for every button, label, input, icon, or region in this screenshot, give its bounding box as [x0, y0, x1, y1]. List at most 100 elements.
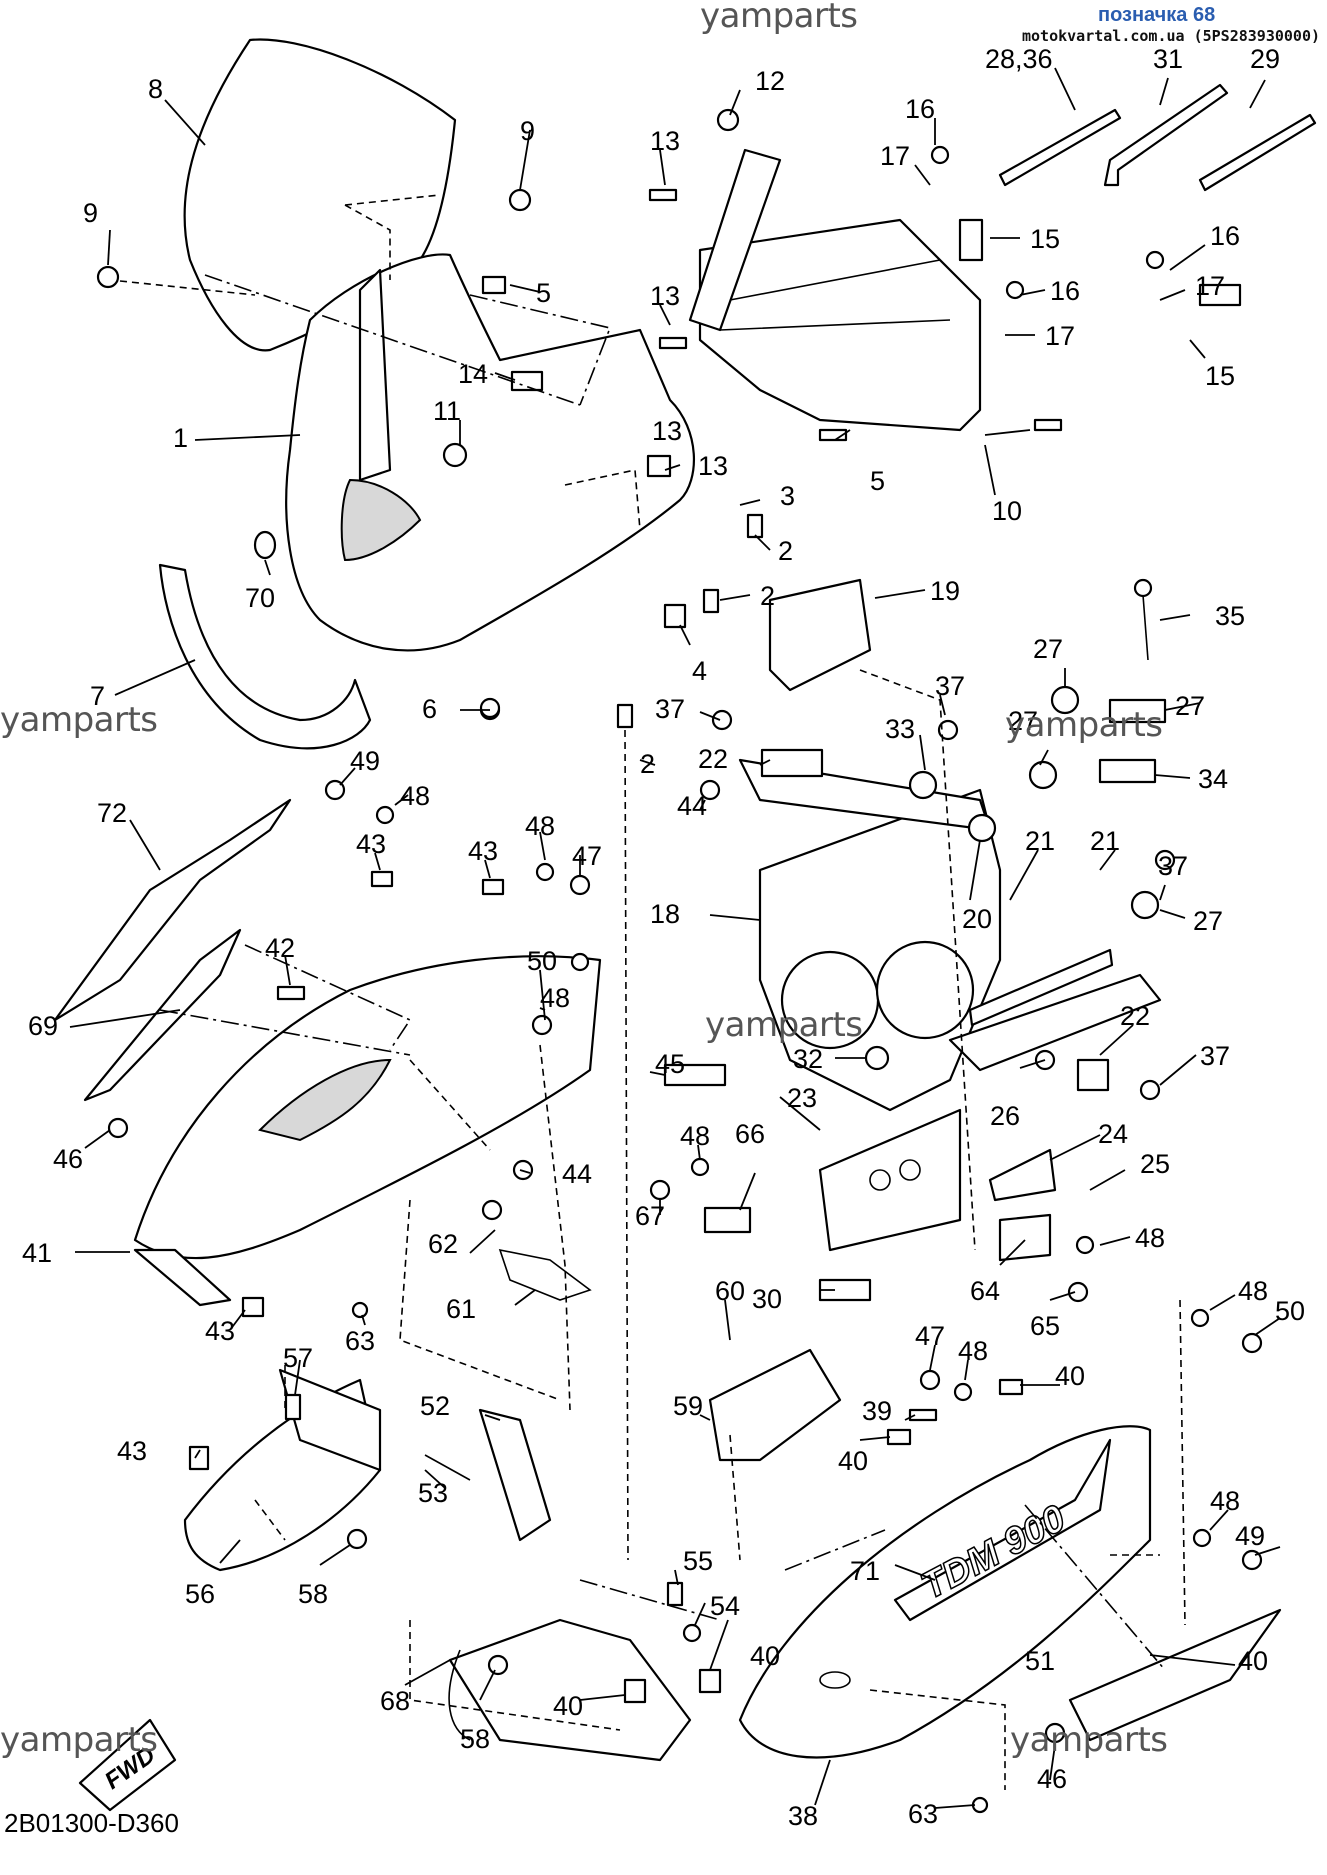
callout-number: 42 — [265, 933, 295, 963]
bracket-66 — [703, 1206, 752, 1234]
callout-number: 8 — [148, 74, 163, 104]
bracket-51-loop — [448, 1649, 471, 1741]
callout-number: 15 — [1030, 224, 1060, 254]
callout-number: 28,36 — [985, 44, 1053, 74]
centerline — [869, 1689, 1006, 1790]
callout-number: 38 — [788, 1801, 818, 1831]
callout-number: 7 — [90, 681, 105, 711]
callout-number: 5 — [536, 278, 551, 308]
callout-number: 48 — [1238, 1276, 1268, 1306]
watermark: yamparts — [705, 1005, 863, 1045]
callout-number: 32 — [793, 1044, 823, 1074]
bolt-head — [1145, 250, 1165, 270]
panel-41-edge — [133, 1248, 232, 1307]
grommet — [1028, 760, 1058, 790]
bolt-head — [1005, 280, 1025, 300]
pad-42 — [276, 985, 306, 1001]
trim-strip-part — [158, 563, 372, 750]
callout-number: 59 — [673, 1391, 703, 1421]
callout-number: 40 — [553, 1691, 583, 1721]
callout-number: 47 — [572, 841, 602, 871]
callout-number: 43 — [356, 829, 386, 859]
nut-32 — [864, 1045, 890, 1071]
callout-number: 25 — [1140, 1149, 1170, 1179]
callout-number: 21 — [1090, 826, 1120, 856]
centerline — [119, 280, 256, 296]
callout-number: 26 — [990, 1101, 1020, 1131]
centerline — [539, 1044, 571, 1411]
callout-number: 27 — [1008, 706, 1038, 736]
callout-number: 63 — [345, 1326, 375, 1356]
callout-number: 13 — [698, 451, 728, 481]
collar-47 — [569, 874, 591, 896]
callout-number: 17 — [1045, 321, 1075, 351]
rivet-63 — [351, 1301, 369, 1319]
bolt-46 — [107, 1117, 129, 1139]
pad-39 — [908, 1408, 938, 1422]
callout-number: 48 — [400, 781, 430, 811]
callout-number: 40 — [1238, 1646, 1268, 1676]
centerline — [159, 1009, 411, 1056]
rail-21-a — [968, 948, 1114, 1027]
watermark: yamparts — [0, 1720, 158, 1760]
nut-5 — [646, 454, 672, 478]
centerline — [409, 1620, 621, 1731]
nut-40 — [623, 1678, 647, 1704]
washer-54 — [682, 1623, 702, 1643]
washer-48 — [1192, 1528, 1212, 1548]
leader-lines — [69, 67, 1281, 1809]
bracket-33 — [1108, 698, 1167, 724]
drawing-code: 2B01300-D360 — [4, 1808, 179, 1838]
bolt-head — [716, 108, 740, 132]
watermark: yamparts — [700, 0, 858, 36]
clip-13 — [1033, 418, 1063, 432]
callout-number: 6 — [422, 694, 437, 724]
bolt-67 — [649, 1179, 671, 1201]
strip-69-part — [83, 928, 242, 1102]
centerline — [564, 469, 641, 531]
side-fairing-69 — [133, 955, 602, 1260]
callout-number: 4 — [692, 656, 707, 686]
tie-strap-long — [998, 108, 1122, 187]
callout-number: 57 — [283, 1343, 313, 1373]
upper-fairing-part — [285, 253, 696, 652]
callout-number: 64 — [970, 1276, 1000, 1306]
nut-20 — [967, 813, 997, 843]
bracket-15 — [958, 218, 984, 262]
callout-number: 17 — [1195, 271, 1225, 301]
washer-48 — [570, 952, 590, 972]
bracket-59-part — [708, 1348, 842, 1462]
callout-number: 39 — [862, 1396, 892, 1426]
bolt-50 — [1241, 1332, 1263, 1354]
callout-number: 40 — [838, 1446, 868, 1476]
callout-number: 2 — [640, 749, 655, 779]
centerline — [784, 1529, 886, 1571]
callout-number: 63 — [908, 1799, 938, 1829]
screw-58 — [346, 1528, 368, 1550]
callout-number: 16 — [1050, 276, 1080, 306]
callout-number: 43 — [205, 1316, 235, 1346]
callout-number: 1 — [173, 423, 188, 453]
plate-hole — [869, 1169, 891, 1191]
callout-number: 20 — [962, 904, 992, 934]
centerline — [1024, 1504, 1166, 1671]
washer-48 — [953, 1382, 973, 1402]
nut-40 — [698, 1668, 722, 1694]
tie-strap-short — [1198, 113, 1317, 192]
callout-number: 13 — [650, 281, 680, 311]
collar-11 — [442, 442, 468, 468]
plate-hole — [899, 1159, 921, 1181]
clamp-30 — [818, 1278, 872, 1302]
pad-57 — [284, 1393, 302, 1421]
nut-43 — [481, 878, 505, 896]
callout-number: 21 — [1025, 826, 1055, 856]
callout-number: 69 — [28, 1011, 58, 1041]
callout-number: 27 — [1175, 691, 1205, 721]
callout-number: 23 — [787, 1083, 817, 1113]
clip-2 — [746, 513, 764, 539]
callout-number: 18 — [650, 899, 680, 929]
callout-number: 15 — [1205, 361, 1235, 391]
bracket-64-part — [998, 1213, 1052, 1262]
